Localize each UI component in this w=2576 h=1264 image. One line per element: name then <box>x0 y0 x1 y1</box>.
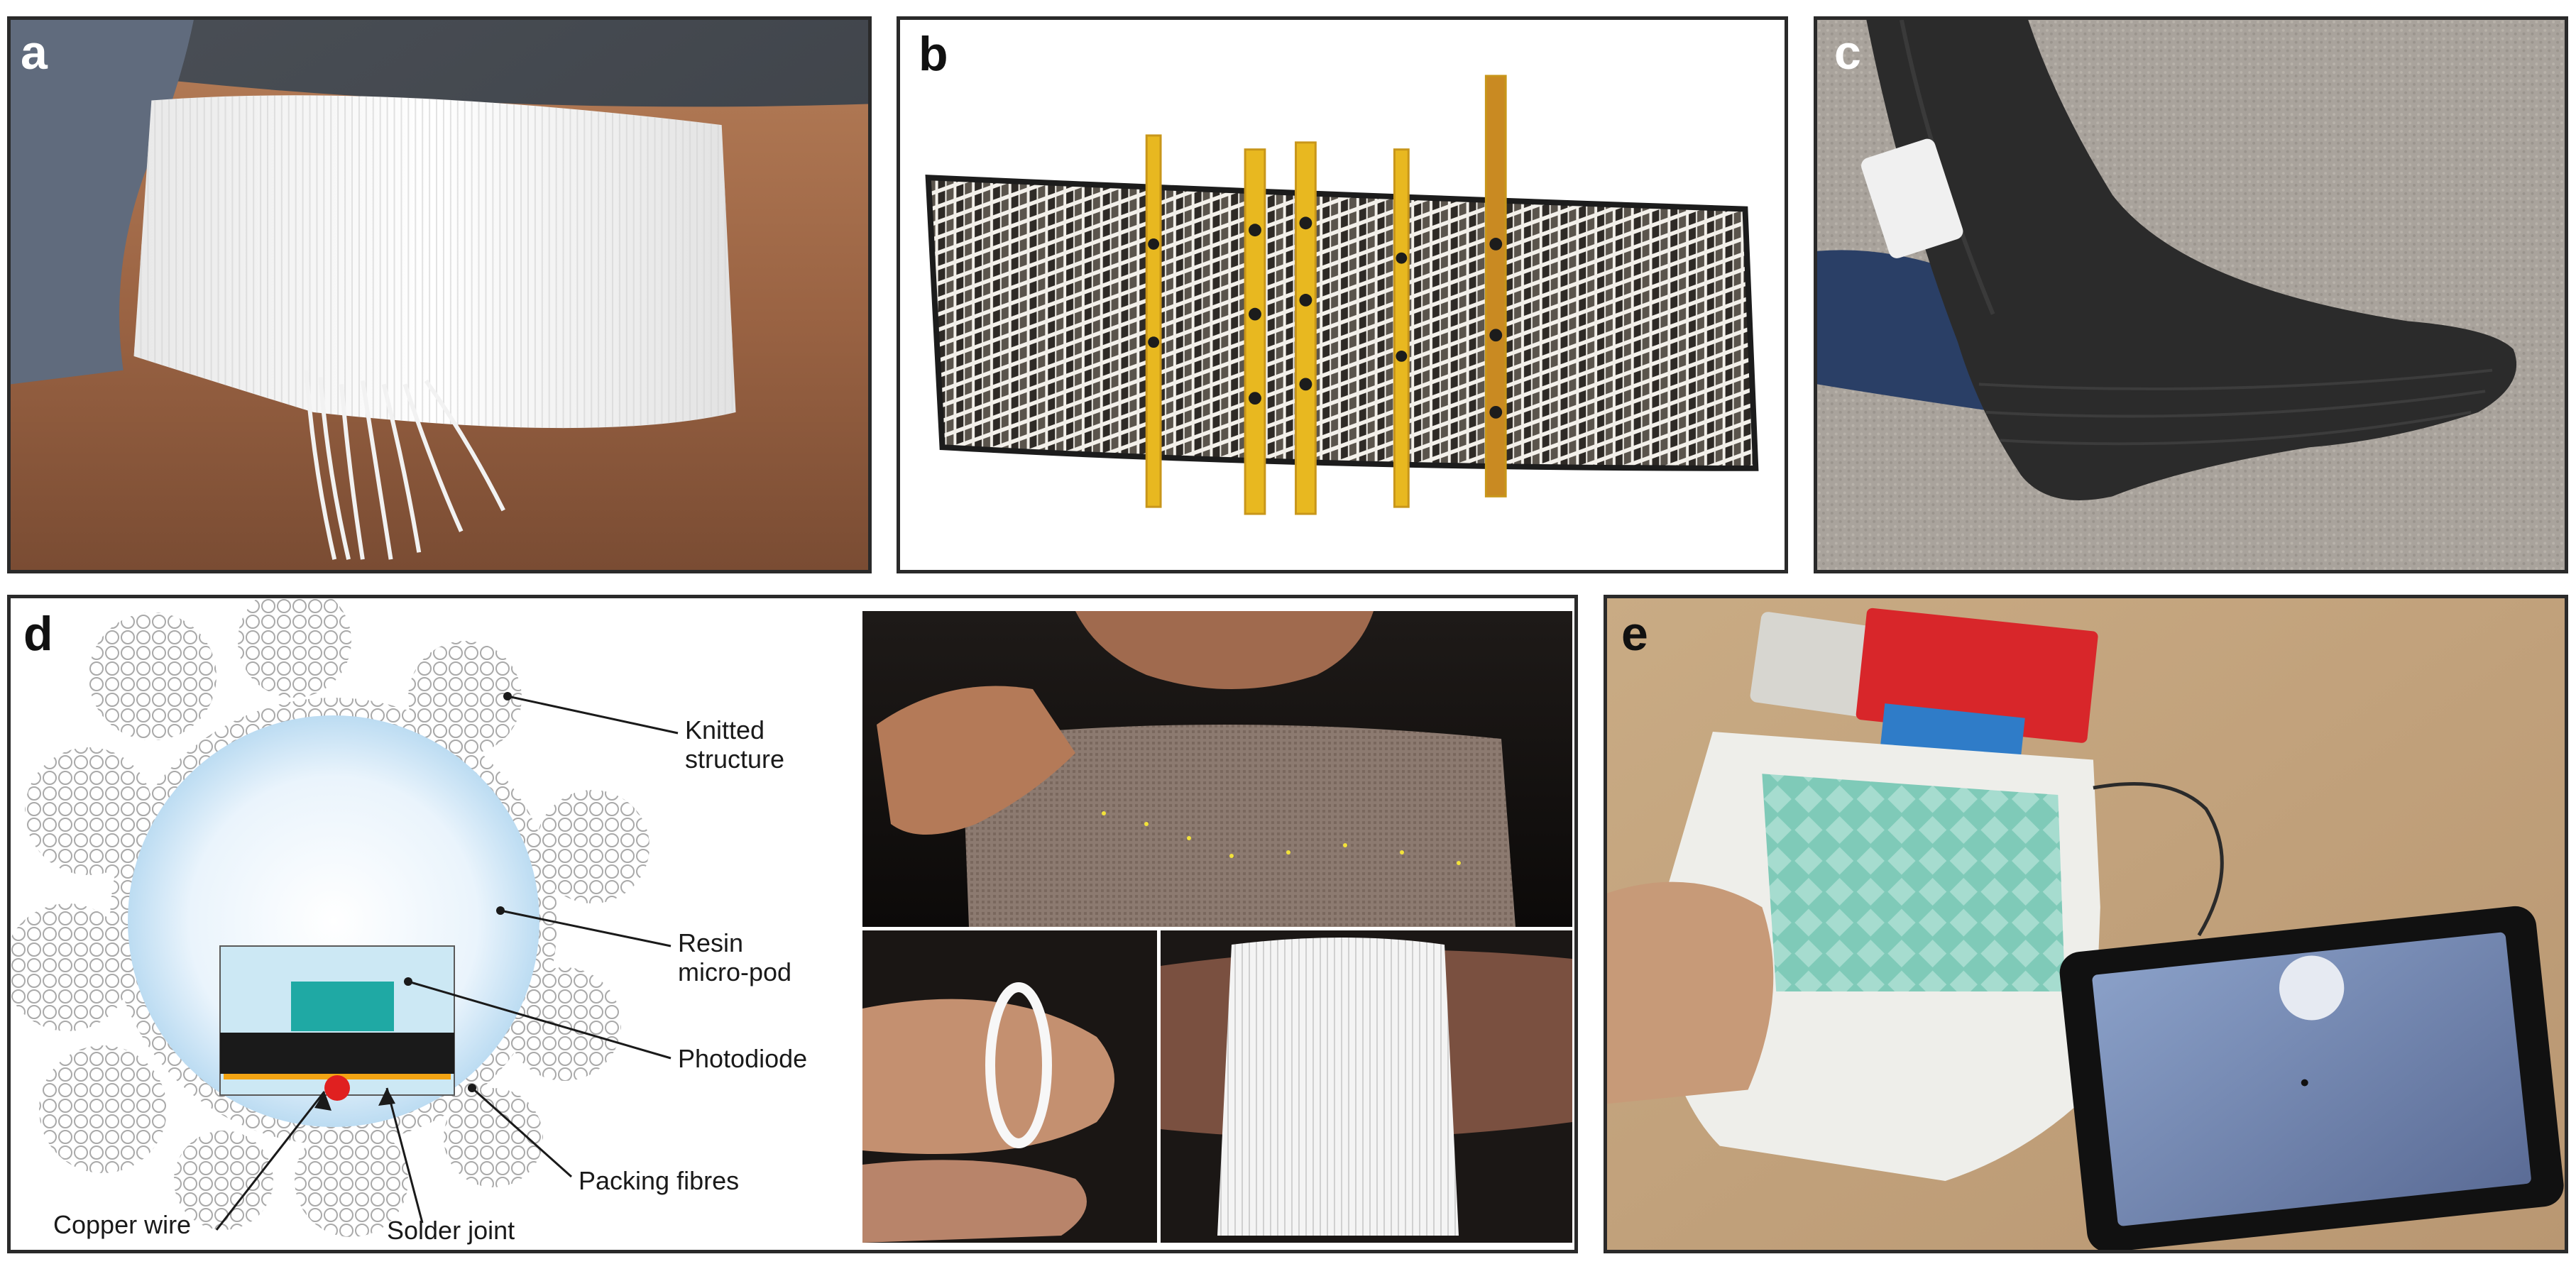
photodiode-substrate <box>220 1033 454 1074</box>
photodiode-die <box>291 982 394 1031</box>
panel-c-photo <box>1817 20 2565 570</box>
electronics-box <box>1861 138 1963 258</box>
hand <box>1607 881 1774 1104</box>
grey-top-sleeve <box>11 20 194 385</box>
smart-garment <box>962 725 1516 927</box>
panel-b: b <box>897 16 1788 573</box>
panel-d-label: d <box>23 607 53 661</box>
panel-d: d Knitted structure Resin micro-pod Phot… <box>7 595 1578 1253</box>
panel-d-photos <box>862 611 1572 1243</box>
callout-knitted-structure: Knitted structure <box>685 715 785 774</box>
hand-on-shoulder <box>877 686 1075 835</box>
micro-pod-schematic <box>11 598 679 1237</box>
sensor-sock <box>1866 20 2517 500</box>
callout-photodiode: Photodiode <box>678 1044 808 1073</box>
embedded-sensors <box>1148 216 1503 419</box>
callout-resin-micro-pod: Resin micro-pod <box>678 928 792 987</box>
fibre-bundle <box>304 370 505 560</box>
panel-c: c <box>1814 16 2568 573</box>
panel-a-photo <box>11 20 868 570</box>
fibre-ring <box>985 982 1052 1148</box>
copper-wire-dot <box>324 1075 350 1101</box>
phone-screen <box>2092 932 2531 1226</box>
kapton-strips <box>1145 75 1507 515</box>
panel-e-label: e <box>1621 607 1648 661</box>
panel-a-label: a <box>21 26 48 79</box>
callout-solder-joint: Solder joint <box>387 1216 515 1245</box>
sensor-array <box>1762 774 2066 991</box>
panel-b-label: b <box>919 27 948 81</box>
knitted-textile-strip <box>925 174 1759 471</box>
callout-copper-wire: Copper wire <box>53 1210 192 1239</box>
fibre-wristband <box>1217 938 1459 1236</box>
panel-c-label: c <box>1834 26 1861 79</box>
panel-b-photo <box>925 75 1759 515</box>
battery-pack <box>1750 612 1887 718</box>
callout-packing-fibres: Packing fibres <box>579 1166 740 1195</box>
panel-a: a <box>7 16 872 573</box>
leader-lines <box>215 695 679 1231</box>
knitted-structure <box>11 598 650 1237</box>
panel-e: e <box>1604 595 2568 1253</box>
panel-e-photo <box>1607 598 2565 1250</box>
smartphone <box>2059 906 2564 1250</box>
